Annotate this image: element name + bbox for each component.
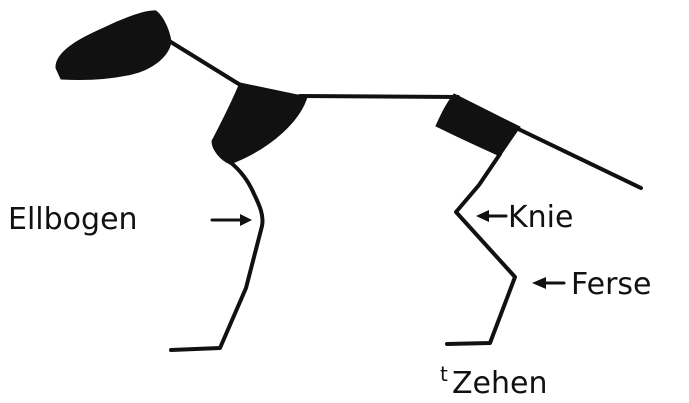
elbow-label: Ellbogen [8,202,138,237]
neck-line [164,37,244,88]
back-line [298,94,460,99]
elbow-arrowhead [240,214,252,226]
knee-arrowhead [476,210,489,222]
front-leg-line [169,160,265,352]
knee-label: Knie [508,200,573,235]
hind-leg-line [445,152,517,346]
hip-block [435,93,521,157]
tail-line [510,124,643,190]
toes-mark: t [440,362,448,386]
heel-label: Ferse [571,267,652,302]
head-shape [55,10,172,80]
toes-label: Zehen [452,366,548,398]
heel-arrowhead [532,277,546,289]
shoulder-block [211,82,308,165]
